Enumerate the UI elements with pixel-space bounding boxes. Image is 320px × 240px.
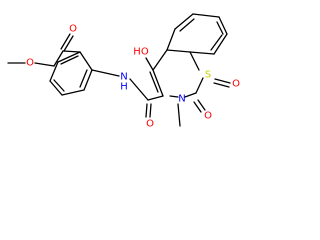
atom-label-hydroxyl: HO: [133, 47, 149, 58]
atom-label-ester-carbonyl-oxygen: O: [69, 24, 77, 35]
bond: [57, 51, 81, 63]
bond: [91, 69, 120, 77]
bond: [218, 16, 228, 35]
bond: [192, 13, 220, 18]
bond: [149, 103, 152, 118]
bond: [213, 33, 228, 55]
bond: [177, 103, 181, 127]
bond: [169, 95, 179, 98]
atom-label-sulfonyl-oxygen-1: O: [204, 111, 212, 122]
bond: [49, 80, 63, 96]
bond: [197, 99, 206, 111]
bond: [60, 33, 71, 50]
bond: [145, 103, 148, 118]
bond: [216, 21, 224, 35]
bond: [189, 51, 215, 55]
bond: [166, 28, 176, 51]
bond: [49, 61, 59, 82]
bond: [179, 18, 195, 32]
bond: [145, 57, 154, 71]
bond: [193, 101, 202, 113]
bond: [79, 69, 88, 88]
bond: [152, 49, 168, 71]
bond: [152, 69, 164, 97]
bond: [147, 95, 164, 101]
bonds: [7, 13, 231, 127]
bond: [189, 51, 200, 71]
atom-labels: O O N H O HO S N O O: [26, 24, 240, 130]
bond: [166, 49, 191, 53]
atom-label-ring-nitrogen: N: [178, 94, 185, 105]
bond: [83, 69, 93, 91]
bond: [60, 55, 79, 65]
bond: [174, 13, 194, 30]
structure-diagram: O O N H O HO S N O O: [7, 13, 240, 130]
bond: [184, 92, 197, 98]
bond: [149, 71, 159, 93]
atom-label-amide-carbonyl-oxygen: O: [146, 119, 154, 130]
bond: [213, 82, 230, 88]
atom-label-amide-nitrogen: N: [120, 72, 127, 83]
bond: [79, 51, 93, 71]
bond: [129, 78, 149, 101]
bond: [34, 62, 55, 67]
bond: [53, 79, 65, 92]
bond: [210, 34, 223, 51]
atom-label-amide-hydrogen: H: [120, 82, 128, 93]
bond: [195, 77, 204, 94]
bond: [53, 50, 64, 67]
bond: [62, 50, 81, 53]
atom-label-sulfur: S: [205, 70, 211, 81]
bond: [214, 78, 231, 84]
bond: [63, 35, 74, 52]
atom-label-sulfonyl-oxygen-2: O: [232, 79, 240, 90]
bond: [61, 89, 85, 96]
atom-label-ester-ether-oxygen: O: [26, 58, 34, 69]
